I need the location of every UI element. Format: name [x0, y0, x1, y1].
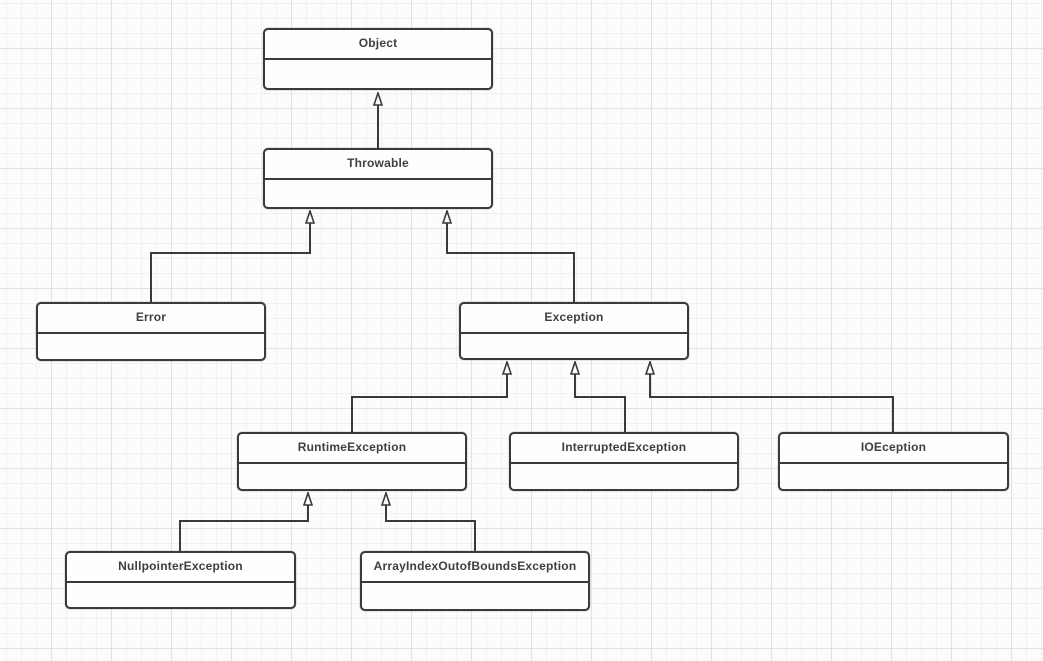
- class-box-throwable[interactable]: Throwable: [263, 148, 493, 209]
- class-name-label: Throwable: [265, 150, 491, 180]
- edge-runtimeexception-extends-exception[interactable]: [351, 362, 507, 433]
- class-attributes-section: [461, 334, 687, 358]
- class-box-object[interactable]: Object: [263, 28, 493, 90]
- class-name-label: RuntimeException: [239, 434, 465, 464]
- class-name-label: NullpointerException: [67, 553, 294, 583]
- class-name-label: ArrayIndexOutofBoundsException: [362, 553, 588, 583]
- class-name-label: Object: [265, 30, 491, 60]
- class-attributes-section: [67, 583, 294, 607]
- class-box-runtime-exception[interactable]: RuntimeException: [237, 432, 467, 491]
- edge-ioeception-extends-exception[interactable]: [650, 362, 894, 433]
- class-attributes-section: [780, 464, 1007, 489]
- class-attributes-section: [38, 334, 264, 359]
- class-attributes-section: [239, 464, 465, 489]
- class-attributes-section: [265, 60, 491, 88]
- edge-error-extends-throwable[interactable]: [150, 211, 310, 303]
- edge-nullpointerexception-extends-runtimeexception[interactable]: [179, 493, 308, 552]
- class-name-label: Error: [38, 304, 264, 334]
- class-name-label: Exception: [461, 304, 687, 334]
- class-attributes-section: [362, 583, 588, 609]
- class-attributes-section: [511, 464, 737, 489]
- class-box-exception[interactable]: Exception: [459, 302, 689, 360]
- class-name-label: InterruptedException: [511, 434, 737, 464]
- class-box-error[interactable]: Error: [36, 302, 266, 361]
- edge-exception-extends-throwable[interactable]: [447, 211, 575, 303]
- class-box-interrupted-exception[interactable]: InterruptedException: [509, 432, 739, 491]
- class-attributes-section: [265, 180, 491, 207]
- class-box-nullpointer-exception[interactable]: NullpointerException: [65, 551, 296, 609]
- class-name-label: IOEception: [780, 434, 1007, 464]
- class-box-array-index-out-of-bounds-exception[interactable]: ArrayIndexOutofBoundsException: [360, 551, 590, 611]
- edge-arrayindexoutofboundsexception-extends-runtimeexception[interactable]: [386, 493, 476, 552]
- edge-interruptedexception-extends-exception[interactable]: [575, 362, 626, 433]
- class-box-io-eception[interactable]: IOEception: [778, 432, 1009, 491]
